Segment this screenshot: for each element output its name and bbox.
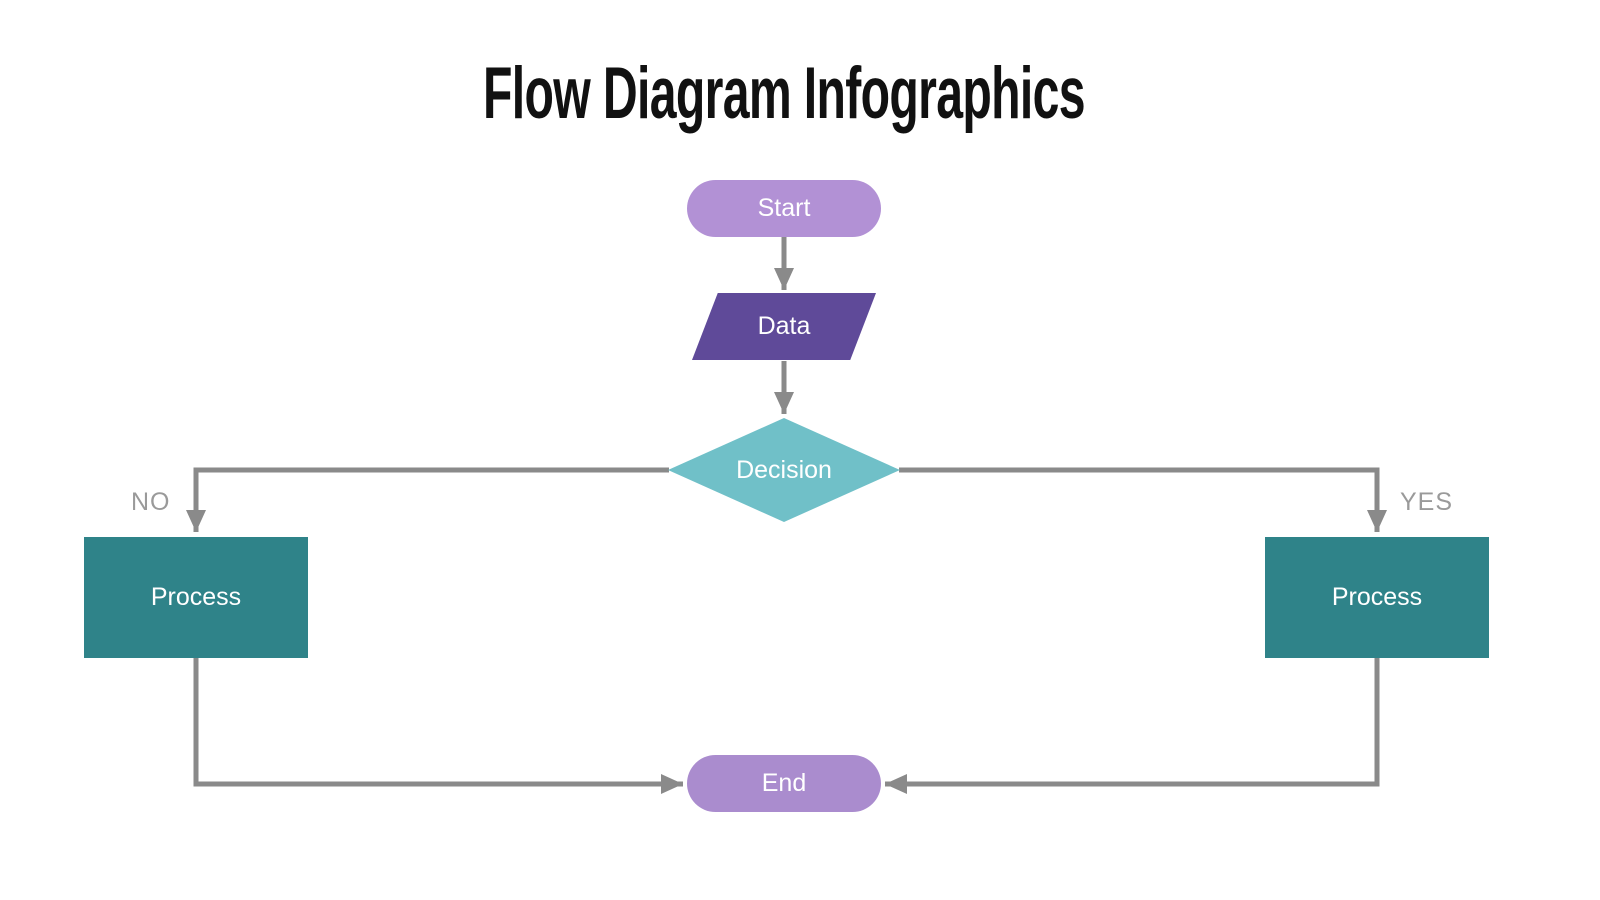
node-process-left-label: Process	[150, 583, 242, 611]
title-container: Flow Diagram Infographics	[0, 52, 1568, 135]
connector-decision-yes-branch	[899, 467, 1387, 532]
node-decision: Decision	[668, 418, 900, 522]
node-process-left: Process	[84, 537, 308, 658]
branch-label-no: NO	[131, 488, 171, 516]
node-data-label: Data	[757, 312, 811, 340]
connector-decision-no-branch	[186, 467, 669, 532]
page-title: Flow Diagram Infographics	[483, 53, 1086, 134]
node-process-right-label: Process	[1331, 583, 1423, 611]
node-data: Data	[692, 293, 876, 360]
node-decision-label: Decision	[736, 455, 832, 484]
branch-label-yes: YES	[1400, 488, 1454, 516]
node-start: Start	[687, 180, 881, 237]
node-end: End	[687, 755, 881, 812]
node-process-right: Process	[1265, 537, 1489, 658]
connector-process-left-to-end	[193, 658, 683, 794]
connector-process-right-to-end	[885, 658, 1380, 794]
node-start-label: Start	[757, 194, 811, 222]
node-end-label: End	[761, 769, 807, 797]
